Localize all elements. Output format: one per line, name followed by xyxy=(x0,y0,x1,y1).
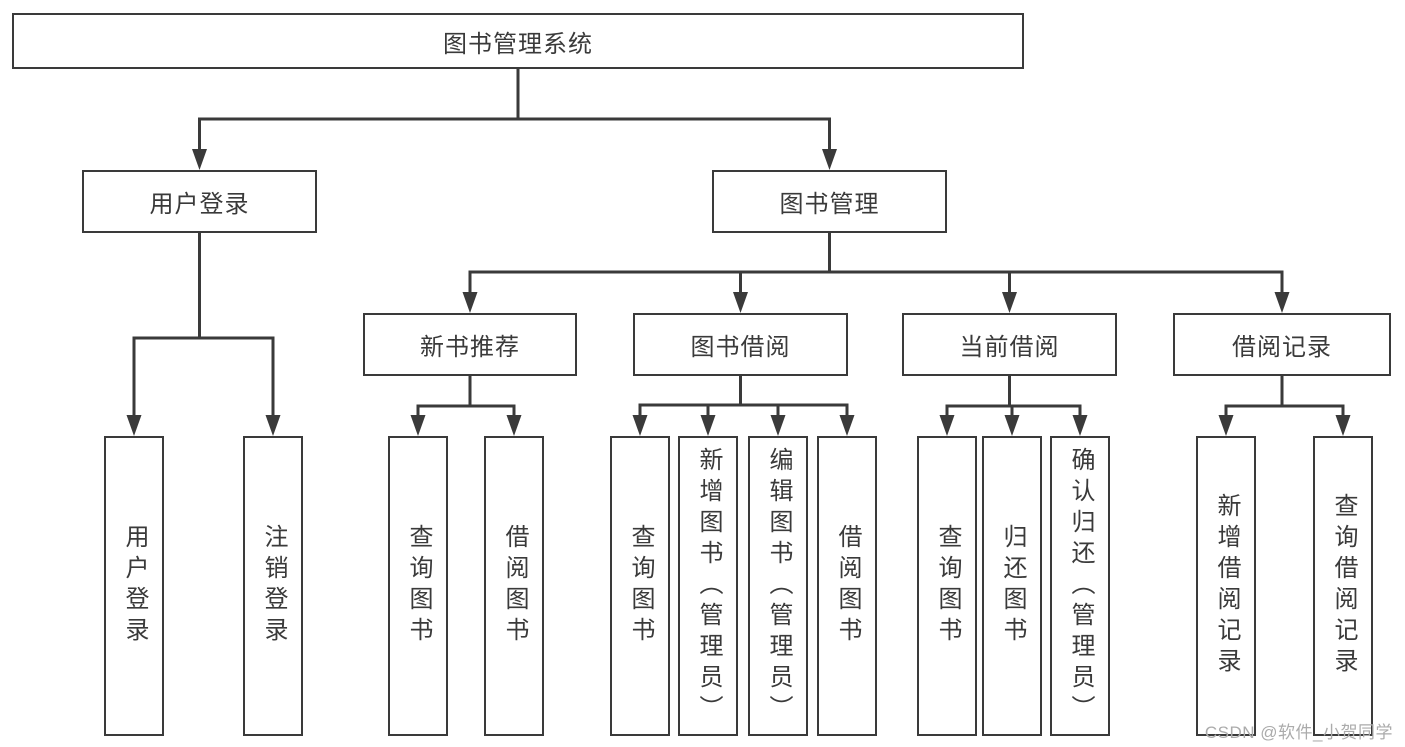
leaf-logout: 注销登录 xyxy=(243,436,303,736)
node-book-management: 图书管理 xyxy=(712,170,947,233)
connector-book-management-to-level3 xyxy=(468,233,1284,296)
connector-records-to-leaves xyxy=(1224,376,1345,418)
node-borrow-records: 借阅记录 xyxy=(1173,313,1391,376)
leaf-borrow-borrow-books: 借阅图书 xyxy=(817,436,877,736)
node-user-login: 用户登录 xyxy=(82,170,317,233)
leaf-current-query-books: 查询图书 xyxy=(917,436,977,736)
connector-book-borrow-to-leaves xyxy=(638,376,849,418)
leaf-current-return-books: 归还图书 xyxy=(982,436,1042,736)
leaf-records-query-record: 查询借阅记录 xyxy=(1313,436,1373,736)
node-root: 图书管理系统 xyxy=(12,13,1024,69)
connector-current-borrow-to-leaves xyxy=(945,376,1082,418)
leaf-recommend-borrow-books: 借阅图书 xyxy=(484,436,544,736)
watermark: CSDN @软件_小贺同学 xyxy=(1204,723,1393,742)
arrowheads xyxy=(126,149,1351,436)
leaf-recommend-query-books: 查询图书 xyxy=(388,436,448,736)
leaf-borrow-add-books: 新增图书（管理员） xyxy=(678,436,738,736)
connector-recommend-to-leaves xyxy=(416,376,516,418)
node-new-book-recommend: 新书推荐 xyxy=(363,313,577,376)
node-current-borrow: 当前借阅 xyxy=(902,313,1117,376)
leaf-borrow-query-books: 查询图书 xyxy=(610,436,670,736)
leaf-borrow-edit-books: 编辑图书（管理员） xyxy=(748,436,808,736)
leaf-records-add-record: 新增借阅记录 xyxy=(1196,436,1256,736)
leaf-user-login: 用户登录 xyxy=(104,436,164,736)
connector-root-to-level2 xyxy=(198,69,831,152)
connector-user-login-to-leaves xyxy=(132,233,275,417)
leaf-current-confirm-return: 确认归还（管理员） xyxy=(1050,436,1110,736)
node-book-borrow: 图书借阅 xyxy=(633,313,848,376)
